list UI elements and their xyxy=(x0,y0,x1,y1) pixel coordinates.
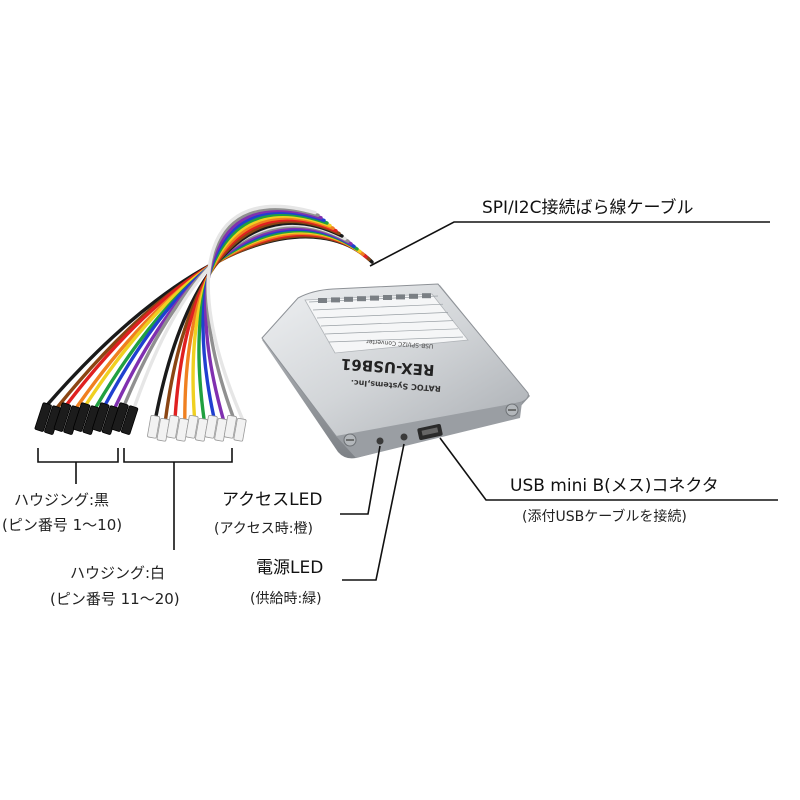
pin-table-cell xyxy=(331,297,340,303)
white-housing xyxy=(233,417,247,442)
pin-table-cell xyxy=(357,296,366,302)
pin-table-cell xyxy=(370,295,379,301)
power-led xyxy=(400,433,408,441)
pin-table-cell xyxy=(318,298,327,303)
wire xyxy=(204,208,323,421)
black-housing xyxy=(34,402,52,432)
wire xyxy=(197,212,329,421)
ribbon-cable-wires xyxy=(34,204,374,442)
white-housing xyxy=(223,414,237,439)
pin-table-cell xyxy=(409,293,418,299)
white-housing xyxy=(204,414,218,439)
pin-table-cell xyxy=(344,296,353,302)
pin-table-line xyxy=(316,312,449,319)
cable-leader xyxy=(369,221,770,267)
access-led xyxy=(376,437,384,445)
black-housing-label: ハウジング:黒 xyxy=(14,491,110,509)
pin-table xyxy=(308,293,464,343)
usb-connector-label: USB mini B(メス)コネクタ xyxy=(510,476,719,496)
pin-table-cell xyxy=(396,294,405,300)
access-led-label: アクセスLED xyxy=(222,490,323,510)
pin-table-line xyxy=(312,303,444,311)
wire xyxy=(205,206,320,418)
white-housing xyxy=(185,414,199,439)
usb-connector-note: (添付USBケーブルを接続) xyxy=(522,509,687,525)
wire xyxy=(201,210,326,418)
black-housing-bracket xyxy=(37,448,119,463)
pin-table-line xyxy=(328,336,464,343)
wire xyxy=(183,216,335,421)
black-housing xyxy=(72,402,91,432)
device-subtitle: USB-SPI/I2C Converter xyxy=(366,338,434,350)
black-housing xyxy=(53,402,72,432)
white-housing-note: (ピン番号 11～20) xyxy=(50,590,180,608)
pin-table-cell xyxy=(383,295,392,300)
white-housing-bracket xyxy=(123,448,233,463)
wire xyxy=(163,219,341,421)
white-housing xyxy=(147,414,161,439)
pin-table-line xyxy=(324,328,459,335)
pin-table-cell xyxy=(422,293,431,299)
cable-label: SPI/I2C接続ばら線ケーブル xyxy=(482,198,694,218)
white-housing-label: ハウジング:白 xyxy=(70,564,166,582)
access-led-note: (アクセス時:橙) xyxy=(214,521,313,537)
white-housing xyxy=(166,414,180,439)
wire xyxy=(206,204,317,421)
black-housing xyxy=(92,402,110,432)
black-housing xyxy=(111,402,129,432)
usb-mini-b-port xyxy=(417,424,443,440)
pin-table-line xyxy=(320,320,454,327)
leader-lines xyxy=(37,221,778,581)
black-housing xyxy=(120,405,139,435)
black-housing-note: (ピン番号 1～10) xyxy=(2,516,123,534)
power-led-note: (供給時:緑) xyxy=(250,591,322,607)
power-led-label: 電源LED xyxy=(256,558,324,578)
access-led-leader xyxy=(340,445,381,515)
usb-leader xyxy=(439,437,778,501)
power-led-leader xyxy=(342,443,405,581)
